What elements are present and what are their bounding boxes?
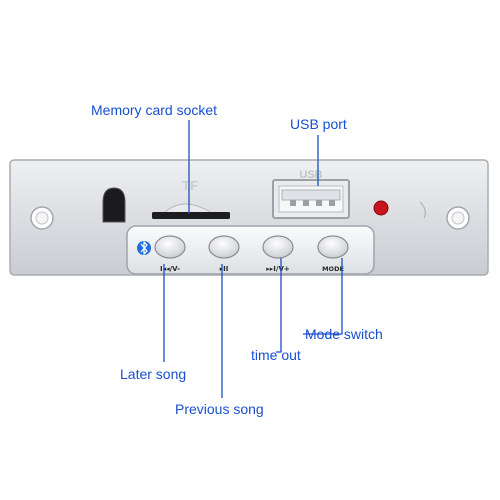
mounting-hole-right xyxy=(446,206,470,230)
usb-marking: USB xyxy=(299,169,322,181)
button-3-marking: ▸▸I/V+ xyxy=(266,265,290,273)
leader-time-out xyxy=(276,258,282,353)
bluetooth-icon xyxy=(137,241,151,255)
usb-port xyxy=(272,179,350,219)
tf-marking: TF xyxy=(182,178,198,193)
keypad xyxy=(126,225,375,275)
label-later-song: Later song xyxy=(120,366,187,382)
leader-lines xyxy=(163,120,343,398)
ir-receiver-window xyxy=(102,187,126,223)
button-4-marking: MODE xyxy=(322,265,344,273)
label-memory-card-socket: Memory card socket xyxy=(91,102,218,118)
next-volume-up-button[interactable] xyxy=(262,235,294,259)
mounting-hole-left xyxy=(30,206,54,230)
label-mode-switch: Mode switch xyxy=(305,326,383,342)
label-time-out: time out xyxy=(251,347,301,363)
tf-card-slot xyxy=(152,212,230,219)
prev-volume-down-button[interactable] xyxy=(154,235,186,259)
button-2-marking: ▸II xyxy=(220,265,229,273)
mode-button[interactable] xyxy=(317,235,349,259)
label-previous-song: Previous song xyxy=(175,401,264,417)
play-pause-button[interactable] xyxy=(208,235,240,259)
label-usb-port: USB port xyxy=(290,116,347,132)
indicator-led xyxy=(373,200,389,216)
leader-mode-switch xyxy=(303,258,343,335)
button-1-marking: I◂◂/V- xyxy=(160,265,180,273)
